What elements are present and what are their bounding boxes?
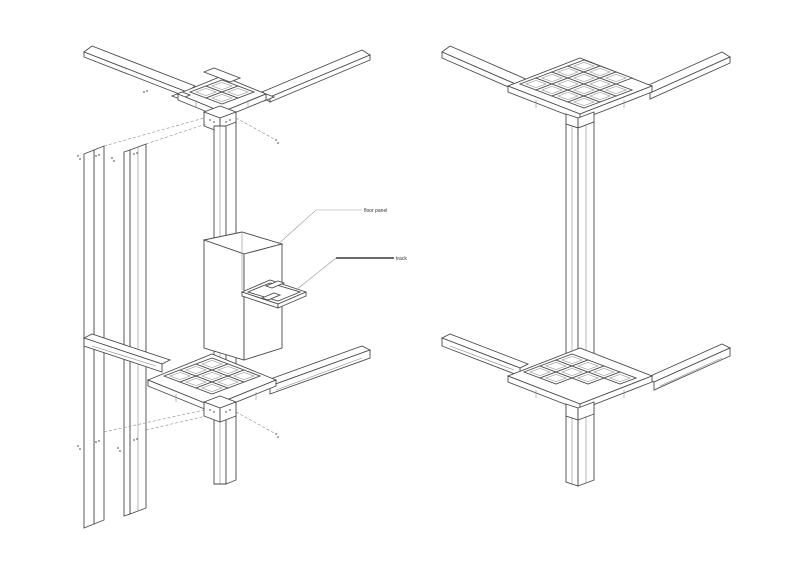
top-beam-right: [261, 49, 371, 103]
callout-floor-panel: floor panel: [275, 208, 387, 247]
lower-beam-left: [82, 333, 172, 373]
track-piece: [240, 279, 308, 309]
assembled-lower-grid: [506, 347, 654, 411]
assembled-top-beam-right: [641, 51, 731, 100]
assembled-lower-beam-right: [644, 343, 732, 391]
floor-panel-label: floor panel: [364, 208, 387, 214]
assembled-structure: [440, 45, 732, 487]
assembled-column: [565, 111, 595, 487]
top-beam-left: [83, 45, 196, 98]
floor-panel-box: [202, 231, 284, 361]
lower-floor-grid: [146, 353, 278, 413]
assembled-top-beam-left: [441, 45, 529, 93]
exploded-plate-inner: [123, 143, 147, 517]
callout-track: track: [295, 256, 407, 291]
lower-corner-connector: [202, 395, 238, 423]
exploded-plate-outer: [83, 145, 105, 529]
assembled-lower-beam-left: [440, 333, 530, 377]
track-label: track: [396, 256, 407, 262]
lower-beam-right: [260, 345, 372, 395]
assembled-top-grid: [506, 57, 654, 121]
assembled-lower-collar: [565, 401, 595, 421]
exploded-assembly: floor panel track: [77, 45, 407, 529]
